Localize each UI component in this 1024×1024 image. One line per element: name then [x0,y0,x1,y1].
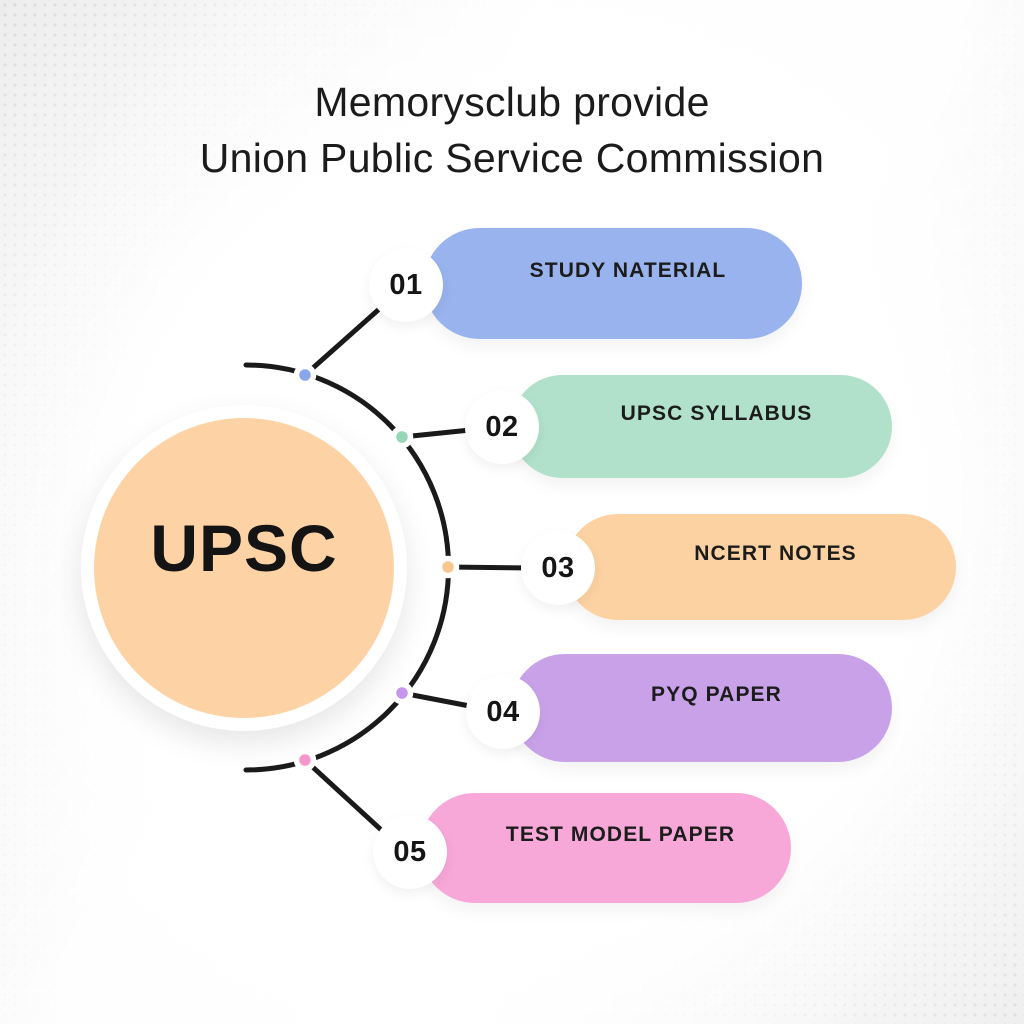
hub-circle: UPSC [81,405,407,731]
connector-line-5 [302,757,393,841]
pill-label: TEST MODEL PAPER [505,823,736,846]
title-line-1: Memorysclub provide [314,79,710,125]
number-label: 01 [389,268,423,301]
number-label: 05 [393,835,427,868]
connector-dot-4 [390,681,414,705]
pill-label: NCERT NOTES [694,542,857,565]
connector-dot-5 [293,748,317,772]
pill-ncert-notes: NCERT NOTES [565,514,956,620]
hub-inner-circle: UPSC [94,418,394,718]
number-badge-3: 03 [521,531,595,605]
number-label: 03 [541,551,575,584]
pill-pyq-paper: PYQ PAPER [511,654,892,762]
connector-dots [293,363,460,772]
title-line-2: Union Public Service Commission [199,135,825,181]
connector-dot-3 [436,555,460,579]
pill-upsc-syllabus: UPSC SYLLABUS [511,375,892,478]
number-label: 04 [486,695,520,728]
connector-dot-1 [293,363,317,387]
pill-test-model-paper: TEST MODEL PAPER [420,793,791,903]
pill-label: PYQ PAPER [651,683,782,706]
number-label: 02 [485,410,519,443]
number-badge-1: 01 [369,248,443,322]
pill-study-material: STUDY NATERIAL [424,228,802,339]
pill-label: STUDY NATERIAL [529,258,727,282]
number-badge-5: 05 [373,815,447,889]
number-badge-4: 04 [466,675,540,749]
connector-dot-2 [390,425,414,449]
number-badge-2: 02 [465,390,539,464]
connector-line-3 [445,564,538,571]
hub-label: UPSC [150,511,338,585]
page-title: Memorysclub provide Union Public Service… [0,74,1024,186]
pill-label: UPSC SYLLABUS [620,401,813,425]
